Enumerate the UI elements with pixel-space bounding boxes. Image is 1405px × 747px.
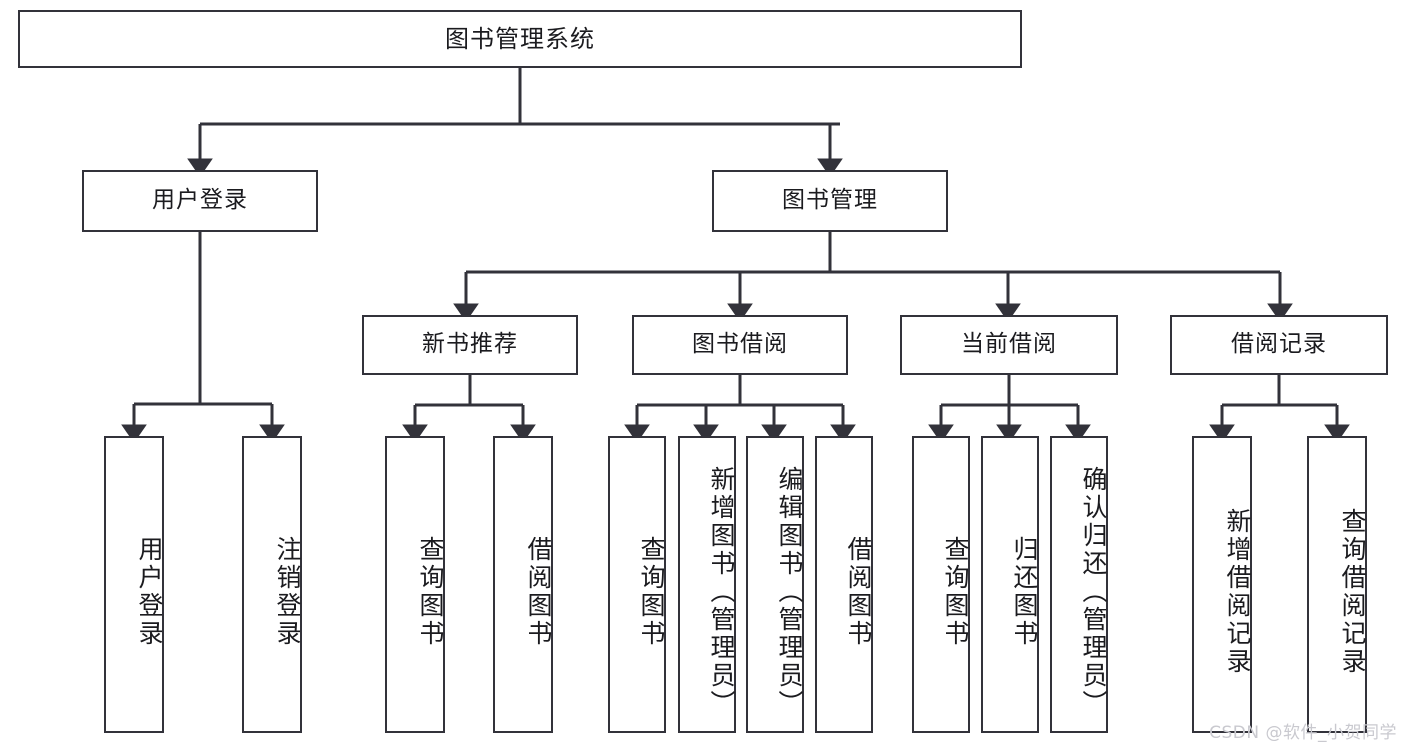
leaf-book-borrow-add[interactable]: 新增图书（管理员） bbox=[678, 436, 736, 733]
node-root-system[interactable]: 图书管理系统 bbox=[18, 10, 1022, 68]
leaf-user-login-signin[interactable]: 用户登录 bbox=[104, 436, 164, 733]
leaf-user-login-signout[interactable]: 注销登录 bbox=[242, 436, 302, 733]
node-label: 当前借阅 bbox=[961, 331, 1057, 358]
node-new-book-recommend[interactable]: 新书推荐 bbox=[362, 315, 578, 375]
node-label: 用户登录 bbox=[152, 187, 248, 214]
leaf-book-borrow-query[interactable]: 查询图书 bbox=[608, 436, 666, 733]
node-label: 查询图书 bbox=[941, 535, 970, 648]
leaf-new-book-query[interactable]: 查询图书 bbox=[385, 436, 445, 733]
csdn-watermark: CSDN @软件_小贺同学 bbox=[1209, 723, 1397, 743]
node-label: 新增图书（管理员） bbox=[707, 465, 736, 718]
node-borrow-record[interactable]: 借阅记录 bbox=[1170, 315, 1388, 375]
leaf-borrow-record-add[interactable]: 新增借阅记录 bbox=[1192, 436, 1252, 733]
leaf-borrow-record-query[interactable]: 查询借阅记录 bbox=[1307, 436, 1367, 733]
node-label: 编辑图书（管理员） bbox=[775, 465, 804, 718]
node-label: 注销登录 bbox=[273, 535, 302, 648]
node-label: 借阅图书 bbox=[524, 535, 553, 648]
leaf-book-borrow-edit[interactable]: 编辑图书（管理员） bbox=[746, 436, 804, 733]
node-label: 新增借阅记录 bbox=[1223, 507, 1252, 676]
leaf-new-book-borrow[interactable]: 借阅图书 bbox=[493, 436, 553, 733]
node-label: 借阅记录 bbox=[1231, 331, 1327, 358]
leaf-current-borrow-query[interactable]: 查询图书 bbox=[912, 436, 970, 733]
node-label: 新书推荐 bbox=[422, 331, 518, 358]
node-label: 图书管理 bbox=[782, 187, 878, 214]
node-book-management[interactable]: 图书管理 bbox=[712, 170, 948, 232]
leaf-current-borrow-confirm-return[interactable]: 确认归还（管理员） bbox=[1050, 436, 1108, 733]
node-book-borrow[interactable]: 图书借阅 bbox=[632, 315, 848, 375]
node-current-borrow[interactable]: 当前借阅 bbox=[900, 315, 1118, 375]
node-label: 查询借阅记录 bbox=[1338, 507, 1367, 676]
node-label: 借阅图书 bbox=[844, 535, 873, 648]
node-label: 确认归还（管理员） bbox=[1079, 465, 1108, 718]
leaf-current-borrow-return[interactable]: 归还图书 bbox=[981, 436, 1039, 733]
node-label: 查询图书 bbox=[416, 535, 445, 648]
node-label: 归还图书 bbox=[1010, 535, 1039, 648]
node-label: 图书管理系统 bbox=[445, 24, 595, 53]
node-label: 用户登录 bbox=[135, 535, 164, 648]
node-user-login[interactable]: 用户登录 bbox=[82, 170, 318, 232]
node-label: 查询图书 bbox=[637, 535, 666, 648]
leaf-book-borrow-lend[interactable]: 借阅图书 bbox=[815, 436, 873, 733]
node-label: 图书借阅 bbox=[692, 331, 788, 358]
